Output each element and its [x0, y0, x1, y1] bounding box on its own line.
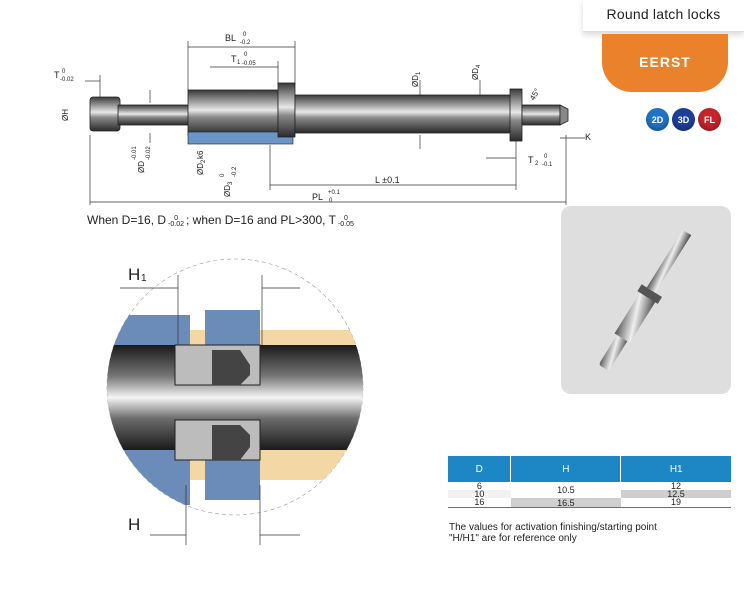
d3-tol-bot: -0.2 [232, 166, 238, 177]
d3-sub: 3 [228, 181, 234, 185]
d1-sub: 1 [416, 71, 422, 75]
table-row: 10 12.5 [448, 490, 731, 499]
table-row: 6 10.5 12 [448, 481, 731, 499]
flash-badge-icon[interactable]: FL [698, 108, 721, 131]
note-text: When D=16, D [87, 213, 167, 227]
cell-d: 6 [476, 481, 482, 491]
d-label: ØD [137, 161, 146, 173]
svg-text:BL: BL [225, 33, 236, 43]
note-tol-bot: -0.02 [168, 221, 185, 228]
d2-label: ØD [196, 163, 205, 175]
cad-2d-badge-icon[interactable]: 2D [646, 108, 669, 131]
l-label: L ±0.1 [375, 175, 400, 185]
d4-sub: 4 [476, 64, 482, 68]
d4-label: ØD [471, 68, 480, 80]
table-row: 16 16.5 19 [448, 498, 731, 508]
cell-d: 16 [448, 498, 511, 508]
t1-tol-top: 0 [244, 52, 248, 58]
t-tol-top: 0 [62, 69, 66, 75]
spec-table: D H H1 6 10.5 12 10 12.5 16 16.5 19 [448, 456, 731, 508]
note-tol2-bot: -0.05 [337, 221, 354, 228]
d3-label: ØD [223, 185, 232, 197]
angle-label: 45° [528, 87, 542, 102]
d2-sub: 2 [201, 159, 207, 163]
t2-tol-bot: -0.1 [542, 162, 553, 168]
t-label: T [54, 70, 60, 80]
t-tol-bot: -0.02 [60, 77, 74, 83]
t1-label: T [231, 54, 237, 64]
product-photo [561, 206, 731, 394]
h1-label: H [128, 265, 140, 284]
cad-3d-badge-icon[interactable]: 3D [672, 108, 695, 131]
technical-drawing: BL 0 -0.2 T 1 0 -0.05 T 0 -0.02 ØH ØD -0… [54, 32, 591, 205]
badge-group: 2D 3D FL [646, 108, 721, 132]
note-tol2-top: 0 [343, 215, 348, 222]
cell-h: 10.5 [510, 482, 621, 499]
bl-label: BL [225, 33, 236, 43]
h1-sub: 1 [141, 273, 147, 284]
t1-sub: 1 [237, 60, 241, 66]
h-label: ØH [61, 109, 70, 121]
cell-d: 10 [448, 490, 511, 499]
cell-h: 16.5 [510, 498, 621, 508]
product-code-banner: EERST [602, 34, 728, 92]
t2-tol-top: 0 [544, 154, 548, 160]
col-header-h: H [510, 456, 622, 482]
col-header-d: D [448, 456, 512, 482]
k-label: K [585, 132, 591, 142]
d1-label: ØD [411, 75, 420, 87]
bl-tol-bot: -0.2 [240, 40, 251, 46]
t2-sub: 2 [535, 161, 539, 167]
brand-tab [583, 0, 744, 32]
latch-photo-image [599, 229, 692, 370]
pl-label: PL [312, 192, 323, 202]
cell-h1: 12.5 [620, 490, 731, 499]
cell-h1: 19 [620, 498, 731, 508]
product-code: EERST [639, 54, 691, 70]
pl-tol-bot: 0 [329, 198, 333, 204]
d3-tol-top: 0 [220, 173, 226, 177]
t1-tol-bot: -0.05 [242, 61, 256, 67]
detail-section-view: H 1 H [106, 258, 364, 545]
note-mid: ; when D=16 and PL>300, T [186, 213, 336, 227]
h-detail-label: H [128, 515, 140, 534]
pl-tol-top: +0.1 [328, 190, 341, 196]
t2-label: T [528, 155, 534, 165]
note-tol-top: 0 [174, 215, 178, 222]
d-tol-top: -0.01 [132, 146, 138, 160]
brand-title: Round latch locks [606, 6, 721, 22]
d2-tol: k6 [196, 150, 205, 159]
col-header-h1: H1 [620, 456, 731, 482]
bl-tol-top: 0 [243, 32, 247, 38]
footnote: The values for activation finishing/star… [449, 522, 657, 544]
cell-h1: 12 [670, 481, 681, 491]
d-tol-bot: -0.02 [146, 146, 152, 160]
